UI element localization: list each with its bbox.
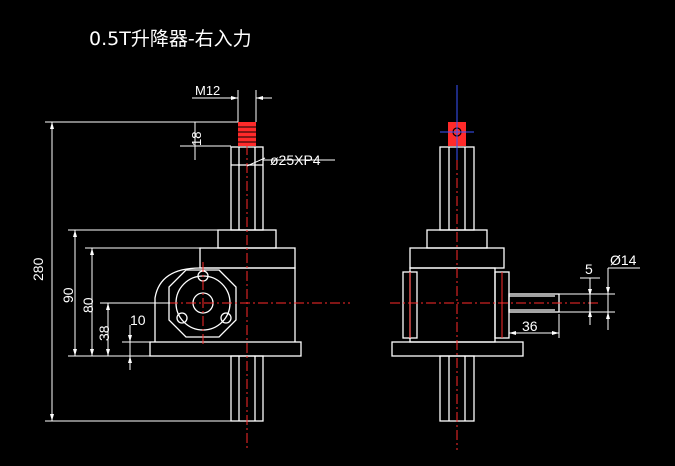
dim-phi25: ø25XP4 xyxy=(270,152,321,168)
front-housing xyxy=(154,267,296,342)
dim-80: 80 xyxy=(80,297,96,313)
dim-m12: M12 xyxy=(195,83,220,98)
dim-38: 38 xyxy=(96,325,112,341)
front-view xyxy=(149,122,350,450)
dim-90: 90 xyxy=(60,287,76,303)
bolt-hole-right xyxy=(220,312,232,324)
side-view xyxy=(390,85,600,450)
front-base-plate xyxy=(149,341,302,357)
bolt-hole-left xyxy=(176,312,188,324)
dim-phi14: Ø14 xyxy=(610,252,637,268)
dim-36: 36 xyxy=(522,318,538,334)
input-flange-octagon xyxy=(168,269,237,338)
side-dimensions: Ø14 5 36 xyxy=(508,252,640,338)
front-thread-lines xyxy=(238,126,256,143)
dim-280: 280 xyxy=(30,257,46,281)
front-dimensions: M12 18 ø25XP4 280 90 80 3 xyxy=(30,83,335,422)
dim-5: 5 xyxy=(585,261,593,277)
front-thread-end xyxy=(238,122,256,146)
dim-18: 18 xyxy=(189,132,204,146)
drawing-title: 0.5T升降器-右入力 xyxy=(89,28,252,50)
dim-10: 10 xyxy=(130,312,146,328)
side-housing xyxy=(409,267,496,343)
